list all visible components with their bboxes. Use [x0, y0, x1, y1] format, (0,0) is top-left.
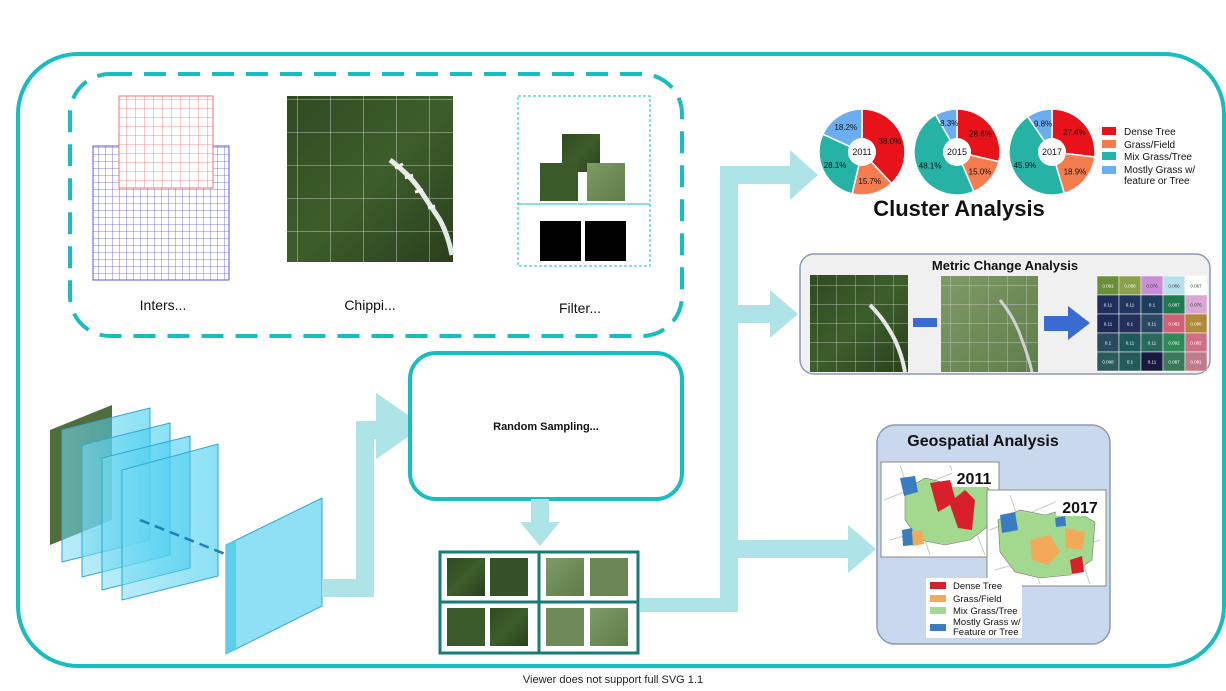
matrix-cell-value: 0.088 [1190, 322, 1202, 327]
matrix-cell-value: 0.1 [1127, 322, 1134, 327]
pie-slice-label: 28.1% [824, 161, 847, 170]
geo-legend-mix: Mix Grass/Tree [953, 606, 1018, 617]
geo-map-2017: 2017 [986, 489, 1107, 587]
pie-slice-label: 18.9% [1064, 167, 1087, 176]
matrix-cell [1184, 351, 1208, 372]
geo-legend: Dense Tree Grass/Field Mix Grass/Tree Mo… [926, 578, 1023, 638]
pie-slice-label: 9.8% [1034, 119, 1052, 128]
matrix-cell-value: 0.092 [1168, 341, 1180, 346]
metric-change-image-after [941, 276, 1038, 373]
matrix-cell-value: 0.082 [1168, 322, 1180, 327]
filter-label: Filter... [559, 300, 601, 316]
matrix-cell-value: 0.11 [1126, 341, 1135, 346]
matrix-cell-value: 0.067 [1190, 284, 1202, 289]
pie-year-label: 2015 [947, 147, 967, 157]
metric-change-title: Metric Change Analysis [932, 258, 1078, 273]
filter-illustration [517, 95, 651, 267]
matrix-cell-value: 0.076 [1146, 284, 1158, 289]
pie-year-label: 2011 [852, 147, 871, 157]
random-sampling-label: Random Sampling... [493, 421, 599, 433]
pie-slice-label: 38.0% [879, 137, 902, 146]
intersect-label: Inters... [140, 297, 187, 313]
matrix-cell-value: 0.11 [1148, 360, 1157, 365]
cnn-feature-layers [50, 405, 323, 655]
matrix-cell-value: 0.082 [1190, 341, 1202, 346]
matrix-cell-value: 0.11 [1126, 303, 1135, 308]
cluster-analysis-title: Cluster Analysis [873, 196, 1045, 221]
geo-year-2017: 2017 [1062, 500, 1098, 517]
matrix-cell-value: 0.081 [1190, 360, 1202, 365]
sampled-chips-grid [438, 550, 640, 655]
pie-slice-label: 8.3% [940, 119, 958, 128]
geospatial-title: Geospatial Analysis [907, 433, 1059, 450]
geo-legend-mostly-grass: Mostly Grass w/ Feature or Tree [953, 617, 1023, 638]
pie-slice-label: 45.9% [1014, 161, 1037, 170]
metric-change-image-before [810, 275, 908, 373]
geo-year-2011: 2011 [957, 471, 992, 488]
pie-slice-label: 15.0% [969, 167, 992, 176]
preprocessing-dashed-box [68, 72, 684, 338]
matrix-cell-value: 0.11 [1104, 303, 1113, 308]
cluster-pies: 38.0% 15.7% 28.1% 18.2% 2011 28.6% 15.0% 48.1% 8… [818, 108, 1096, 196]
pie-slice-label: 28.6% [969, 129, 992, 138]
matrix-cell-value: 0.098 [1102, 360, 1114, 365]
arrow-down-head [520, 522, 560, 546]
matrix-cell-value: 0.1 [1127, 360, 1134, 365]
cluster-legend-dense-tree: Dense Tree [1124, 127, 1176, 138]
cluster-legend: Dense Tree Grass/Field Mix Grass/Tree Mo… [1102, 127, 1198, 187]
pie-hole [848, 138, 876, 166]
matrix-cell-value: 0.087 [1168, 303, 1180, 308]
pie-hole [1038, 138, 1066, 166]
geo-legend-dense-tree: Dense Tree [953, 581, 1002, 592]
matrix-cell-value: 0.11 [1148, 322, 1157, 327]
pie-slice-label: 48.1% [919, 161, 942, 170]
matrix-cell-value: 0.088 [1124, 284, 1136, 289]
arrow-head-sampling [384, 404, 408, 450]
cluster-legend-grass-field: Grass/Field [1124, 140, 1175, 151]
branch-arrows [640, 150, 876, 612]
pie-slice-label: 18.2% [834, 123, 857, 132]
pie-hole [943, 138, 971, 166]
cluster-legend-mostly-grass: Mostly Grass w/ feature or Tree [1124, 165, 1198, 187]
intersect-grid-illustration [92, 95, 230, 281]
cluster-legend-mix: Mix Grass/Tree [1124, 152, 1192, 163]
geo-legend-grass-field: Grass/Field [953, 594, 1002, 605]
matrix-cell-value: 0.11 [1148, 341, 1157, 346]
matrix-cell-value: 0.087 [1168, 360, 1180, 365]
matrix-cell-value: 0.1 [1105, 341, 1112, 346]
minus-sign [913, 318, 937, 327]
metric-arrow [1044, 306, 1090, 340]
matrix-cell-value: 0.066 [1168, 284, 1180, 289]
matrix-cell-value: 0.076 [1190, 303, 1202, 308]
pie-slice-label: 27.4% [1063, 128, 1086, 137]
geo-map-2011: 2011 [880, 461, 1000, 558]
chipping-satellite-image [287, 96, 455, 262]
matrix-cell-value: 0.11 [1104, 322, 1113, 327]
svg-support-note: Viewer does not support full SVG 1.1 [522, 674, 704, 686]
difference-matrix: 0.091 0.088 0.076 0.066 0.067 0.11 0.11 0.1 0.08… [1096, 275, 1208, 372]
arrow-down-shaft [531, 499, 549, 523]
pie-slice-label: 15.7% [858, 177, 881, 186]
matrix-cell-value: 0.1 [1149, 303, 1156, 308]
chipping-label: Chippi... [344, 297, 395, 313]
matrix-cell-value: 0.091 [1102, 284, 1114, 289]
pie-year-label: 2017 [1042, 147, 1062, 157]
